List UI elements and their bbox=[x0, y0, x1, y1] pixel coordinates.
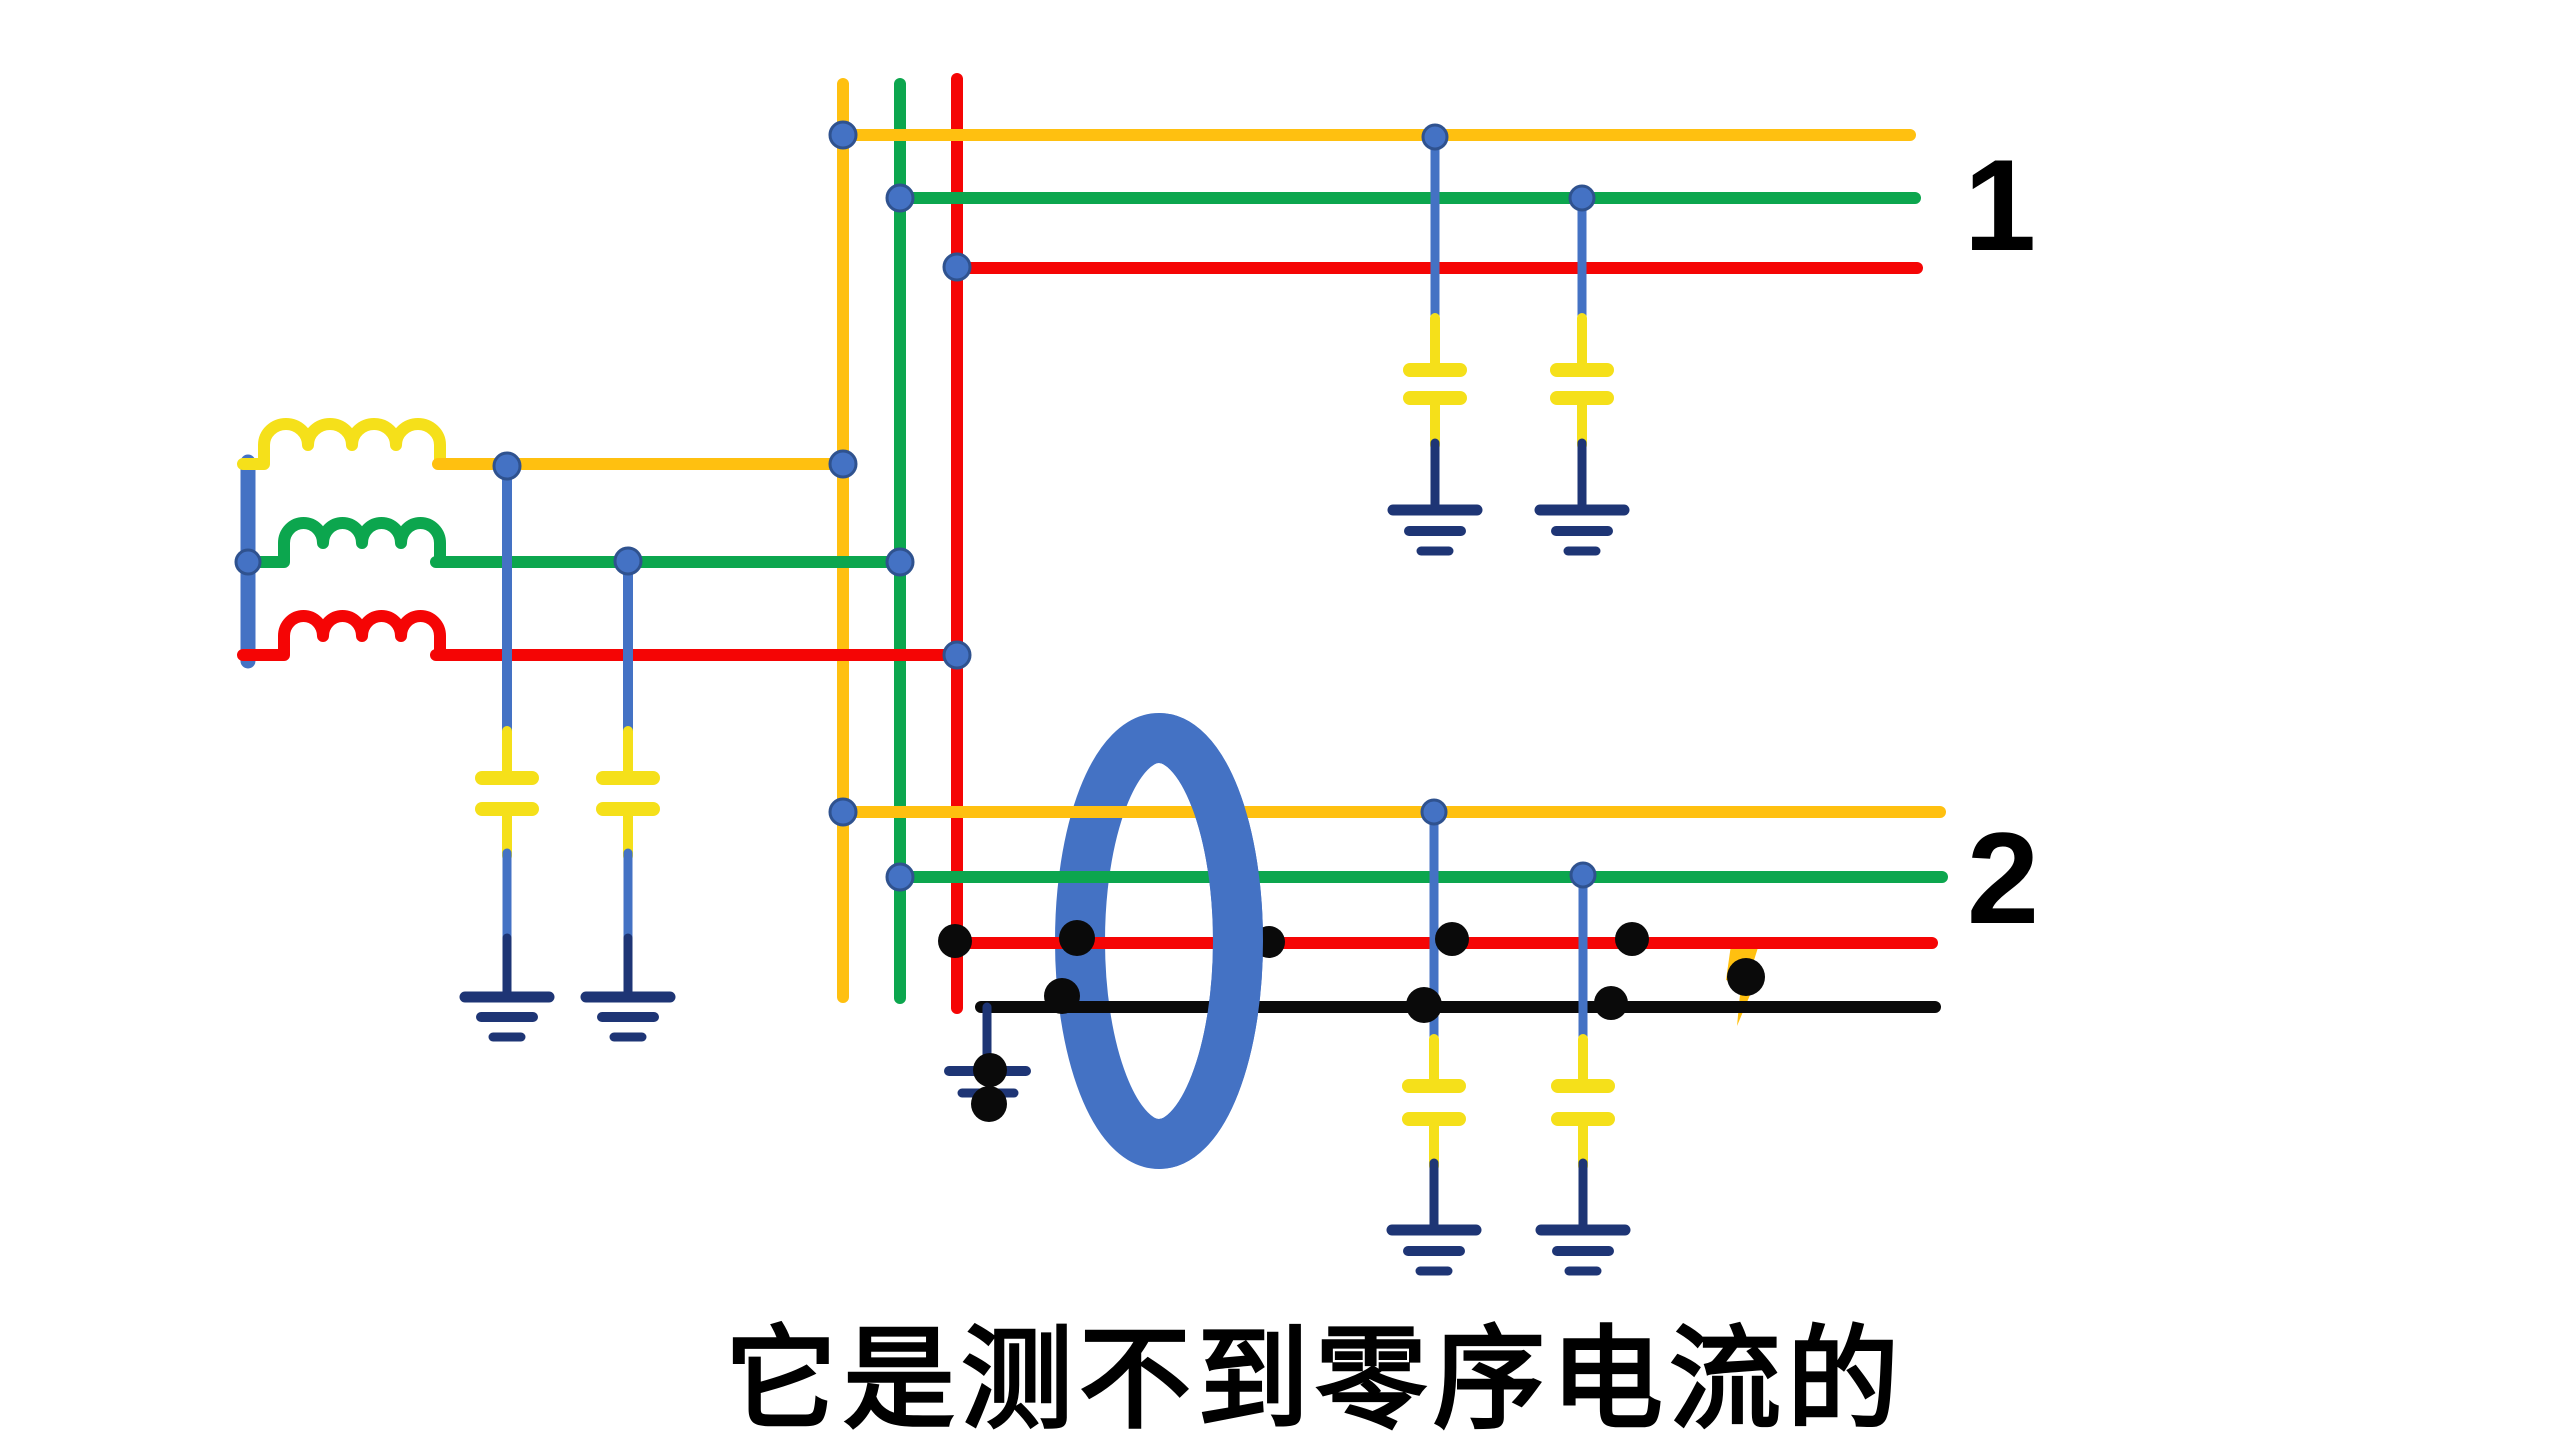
capacitor-plate bbox=[475, 802, 539, 816]
capacitor-plate bbox=[596, 771, 660, 785]
f1-tap-gold bbox=[1421, 123, 1449, 151]
three-phase-source bbox=[237, 418, 446, 669]
capacitor-branch-left-b bbox=[580, 556, 676, 1042]
feeder1-lines bbox=[837, 129, 1923, 274]
f2-tap-gold bbox=[1420, 798, 1448, 826]
neutral-ground bbox=[944, 1002, 1031, 1122]
busbars bbox=[837, 73, 963, 1014]
neutral-ground-dot-2 bbox=[971, 1086, 1007, 1122]
f1-tap-green bbox=[1568, 184, 1596, 212]
capacitor-plate bbox=[1402, 1112, 1466, 1126]
bus-junction-green bbox=[885, 547, 915, 577]
ground-symbol bbox=[580, 991, 676, 1042]
bus-junction-gold bbox=[828, 449, 858, 479]
capacitor-plate bbox=[1403, 391, 1467, 405]
feeder1-label: 1 bbox=[1964, 132, 2036, 278]
bus-junction-red bbox=[942, 640, 972, 670]
tap-dot-red-cap-a bbox=[1435, 922, 1469, 956]
tap-dot-neutral-cap-b bbox=[1594, 986, 1628, 1020]
f2-junction-green bbox=[885, 862, 915, 892]
feeder2-label: 2 bbox=[1967, 805, 2039, 951]
junction-dots-black bbox=[938, 920, 1765, 1023]
ct-ring-front bbox=[1159, 713, 1263, 1169]
ct-entry-dot-red bbox=[1059, 920, 1095, 956]
capacitor-plate bbox=[1551, 1112, 1615, 1126]
ground-symbol bbox=[1386, 1224, 1482, 1276]
f1-junction-red bbox=[942, 252, 972, 282]
capacitor-branch-f2-b bbox=[1535, 873, 1631, 1276]
source-coil-phase-c bbox=[237, 610, 446, 661]
tap-dot-gold-left bbox=[492, 451, 522, 481]
fault-dot bbox=[1727, 958, 1765, 996]
capacitor-plate bbox=[1551, 1079, 1615, 1093]
tap-dot-neutral-cap-a bbox=[1406, 987, 1442, 1023]
junction-dots-blue bbox=[234, 120, 1597, 892]
junction-dot-red-bus bbox=[938, 924, 972, 958]
source-coil-phase-b bbox=[237, 517, 446, 568]
capacitor-branch-f1-b bbox=[1534, 196, 1630, 556]
tap-dot-red-cap-b bbox=[1615, 922, 1649, 956]
f1-junction-gold bbox=[828, 120, 858, 150]
ground-symbol bbox=[1387, 504, 1483, 556]
capacitor-plate bbox=[1403, 363, 1467, 377]
capacitor-plate bbox=[1550, 363, 1614, 377]
source-wires bbox=[430, 458, 969, 661]
tap-dot-green-left bbox=[613, 546, 643, 576]
capacitor-plate bbox=[596, 802, 660, 816]
source-neutral-dot bbox=[234, 548, 262, 576]
capacitor-branch-f1-a bbox=[1387, 135, 1483, 556]
capacitor-plate bbox=[1550, 391, 1614, 405]
ground-symbol bbox=[459, 991, 555, 1042]
caption-text: 它是测不到零序电流的 bbox=[725, 1317, 1905, 1440]
neutral-ground-dot-1 bbox=[973, 1053, 1007, 1087]
capacitor-plate bbox=[1402, 1079, 1466, 1093]
capacitor-plate bbox=[475, 771, 539, 785]
f2-junction-gold bbox=[828, 797, 858, 827]
capacitor-branch-f2-a bbox=[1386, 810, 1482, 1276]
source-coil-phase-a bbox=[237, 418, 446, 470]
f1-junction-green bbox=[885, 183, 915, 213]
ground-symbol bbox=[1535, 1224, 1631, 1276]
capacitor-branch-left-a bbox=[459, 461, 555, 1042]
ct-entry-dot-neutral bbox=[1044, 978, 1080, 1014]
f2-tap-green bbox=[1569, 861, 1597, 889]
ground-symbol bbox=[1534, 504, 1630, 556]
feeder2-lines bbox=[837, 806, 1948, 1013]
